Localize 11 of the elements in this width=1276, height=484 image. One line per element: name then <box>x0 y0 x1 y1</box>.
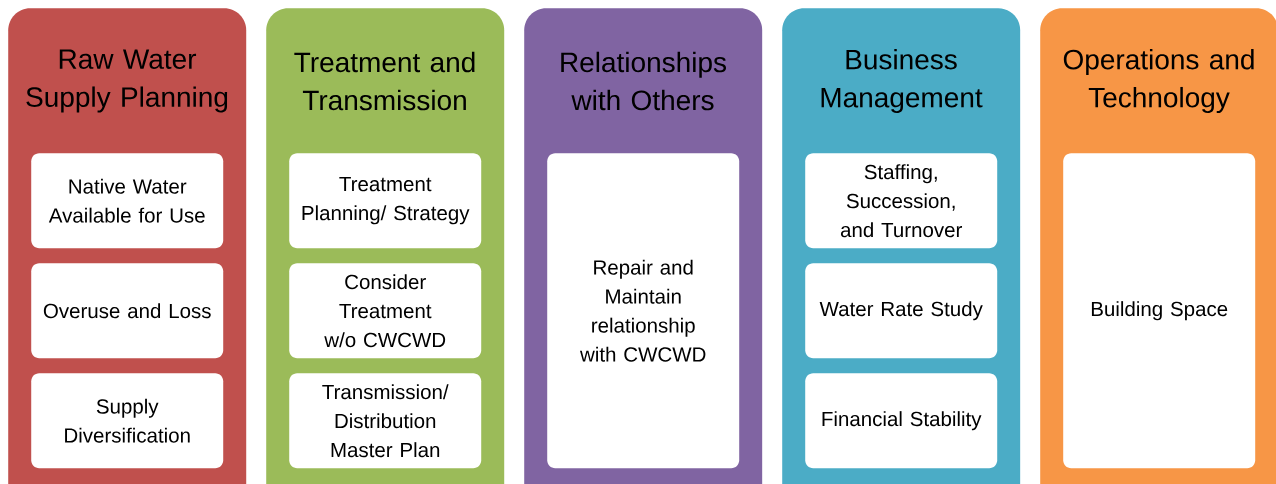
topic-box: Staffing, Succession, and Turnover <box>805 153 998 249</box>
topic-box: Native Water Available for Use <box>31 153 224 249</box>
topic-box: Treatment Planning/ Strategy <box>289 153 482 249</box>
topic-box: Supply Diversification <box>31 373 224 469</box>
topic-box: Water Rate Study <box>805 263 998 359</box>
topic-box: Repair and Maintain relationship with CWCWD <box>547 153 740 469</box>
topic-box: Building Space <box>1063 153 1256 469</box>
topic-box: Consider Treatment w/o CWCWD <box>289 263 482 359</box>
topic-box: Financial Stability <box>805 373 998 469</box>
topic-box: Overuse and Loss <box>31 263 224 359</box>
topic-box: Transmission/ Distribution Master Plan <box>289 373 482 469</box>
